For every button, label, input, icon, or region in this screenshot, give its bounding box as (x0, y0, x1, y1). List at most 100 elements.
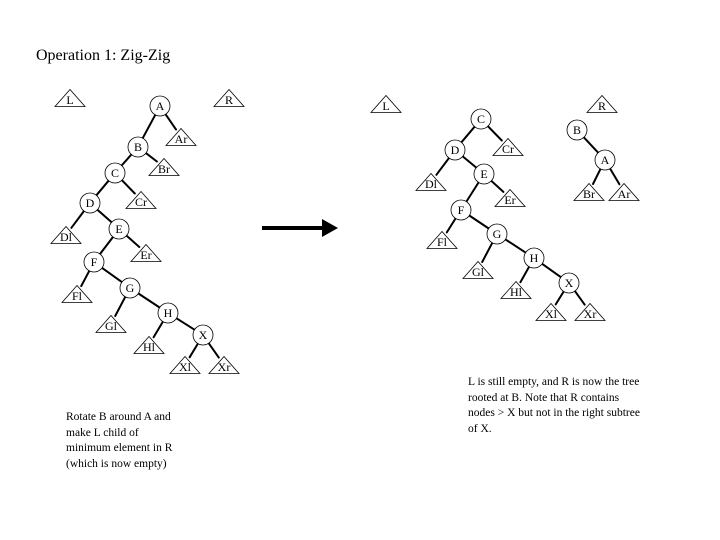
before-edge-f-g (101, 266, 123, 284)
after-subtree-triangle-l (370, 94, 402, 113)
before-label-d: D (86, 196, 95, 210)
before-edge-d-e (96, 208, 113, 224)
before-subtree-er: Er (130, 243, 162, 262)
after-subtree-triangle-xl (535, 302, 567, 321)
after-edge-c-cr (486, 125, 503, 142)
after-label-x: X (565, 276, 574, 290)
before-subtree-br: Br (148, 157, 180, 176)
after-label-r: R (598, 99, 606, 113)
after-edge-h-hl (519, 265, 531, 284)
after-subtree-l: L (370, 94, 402, 113)
before-label-b: B (134, 140, 142, 154)
after-edge-g-h (504, 238, 527, 254)
before-node-circle-h (157, 302, 179, 324)
after-node-circle-f (450, 199, 472, 221)
before-node-circle-x (192, 324, 214, 346)
after-edge-x-xr (573, 290, 586, 306)
after-node-h: H (523, 247, 545, 269)
after-edge-e-f (465, 181, 480, 203)
after-edge-d-e (461, 155, 478, 169)
before-edge-c-cr (120, 179, 136, 195)
after-node-circle-b (566, 119, 588, 141)
before-subtree-ar: Ar (165, 127, 197, 146)
after-subtree-triangle-er (494, 188, 526, 207)
after-label-hl: Hl (510, 285, 523, 299)
before-label-er: Er (140, 248, 151, 262)
before-edge-a-ar (164, 113, 177, 131)
after-edge-c-d (460, 125, 476, 144)
before-edge-e-f (99, 236, 114, 255)
after-label-f: F (458, 203, 465, 217)
before-edge-g-h (137, 292, 161, 309)
after-node-circle-a (594, 149, 616, 171)
after-subtree-dl: Dl (415, 172, 447, 191)
after-subtree-cr: Cr (492, 137, 524, 156)
after-subtree-triangle-gl (462, 260, 494, 279)
before-edge-b-br (144, 152, 158, 163)
before-label-c: C (111, 166, 119, 180)
before-edge-x-xl (188, 342, 199, 359)
before-subtree-triangle-ar (165, 127, 197, 146)
before-node-e: E (108, 218, 130, 240)
after-label-d: D (451, 143, 460, 157)
after-subtree-xr: Xr (574, 302, 606, 321)
after-node-circle-x (558, 272, 580, 294)
before-label-xr: Xr (218, 360, 231, 374)
before-label-r: R (225, 93, 233, 107)
after-edge-f-fl (445, 217, 457, 234)
after-label-l: L (382, 99, 389, 113)
transform-arrow (262, 219, 338, 237)
before-subtree-triangle-xr (208, 355, 240, 374)
before-subtree-xr: Xr (208, 355, 240, 374)
after-label-e: E (480, 167, 487, 181)
before-subtree-triangle-xl (169, 355, 201, 374)
after-label-h: H (530, 251, 539, 265)
after-subtree-triangle-br (573, 182, 605, 201)
before-node-a: A (149, 95, 171, 117)
after-subtree-hl: Hl (500, 280, 532, 299)
before-node-circle-d (79, 192, 101, 214)
before-subtree-triangle-er (130, 243, 162, 262)
after-node-b: B (566, 119, 588, 141)
before-label-g: G (126, 281, 135, 295)
before-edge-g-gl (114, 295, 127, 317)
before-edge-f-fl (80, 269, 91, 288)
before-subtree-triangle-br (148, 157, 180, 176)
after-edge-f-g (468, 214, 490, 230)
after-node-circle-h (523, 247, 545, 269)
after-edge-b-a (582, 136, 600, 154)
before-subtree-l: L (54, 88, 86, 107)
before-subtree-gl: Gl (95, 314, 127, 333)
after-subtree-xl: Xl (535, 302, 567, 321)
before-node-f: F (83, 251, 105, 273)
after-node-c: C (470, 108, 492, 130)
before-subtree-triangle-fl (61, 284, 93, 303)
before-node-x: X (192, 324, 214, 346)
before-subtree-triangle-gl (95, 314, 127, 333)
before-label-fl: Fl (72, 289, 83, 303)
after-subtree-r: R (586, 94, 618, 113)
after-label-g: G (493, 227, 502, 241)
after-subtree-triangle-hl (500, 280, 532, 299)
after-label-gl: Gl (472, 265, 485, 279)
before-label-a: A (156, 99, 165, 113)
after-node-f: F (450, 199, 472, 221)
after-subtree-triangle-fl (426, 230, 458, 249)
before-edge-b-c (120, 153, 133, 167)
after-edge-d-dl (435, 157, 450, 176)
before-edge-d-dl (70, 210, 85, 229)
after-label-er: Er (504, 193, 515, 207)
before-node-b: B (127, 136, 149, 158)
after-label-c: C (477, 112, 485, 126)
before-edge-h-x (175, 317, 196, 331)
after-label-br: Br (583, 187, 595, 201)
after-node-circle-g (486, 223, 508, 245)
slide-title: Operation 1: Zig-Zig (36, 47, 171, 64)
after-label-ar: Ar (618, 187, 631, 201)
after-label-xl: Xl (545, 307, 558, 321)
before-label-e: E (115, 222, 122, 236)
after-edge-h-x (541, 262, 562, 279)
after-label-a: A (601, 153, 610, 167)
